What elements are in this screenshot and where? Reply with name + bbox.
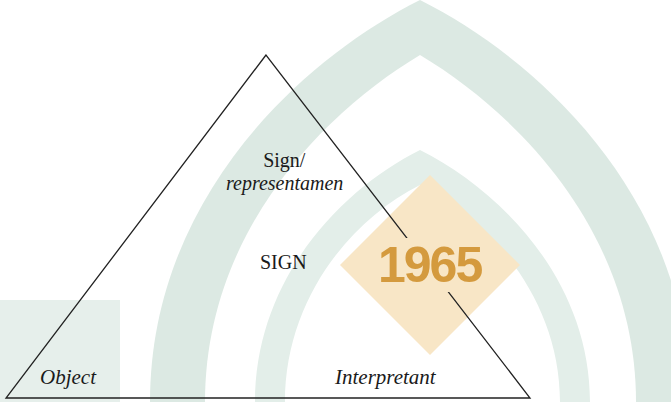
side-band <box>0 300 120 402</box>
triangle-outline <box>4 53 532 400</box>
vertex-label: Object <box>40 366 96 389</box>
dome-inner <box>205 55 636 402</box>
dome-band <box>150 0 671 402</box>
watermark-year: 1965 <box>375 238 484 292</box>
vertex-label: Interpretant <box>335 366 436 389</box>
triangle-node: Sign/ representamenSIGN Object Interpretan… <box>4 53 532 400</box>
center-label: SIGN <box>260 251 307 274</box>
triangle-line <box>6 55 530 398</box>
logo-diamond <box>340 175 520 355</box>
sign-label: Sign/ representamen <box>226 149 343 195</box>
